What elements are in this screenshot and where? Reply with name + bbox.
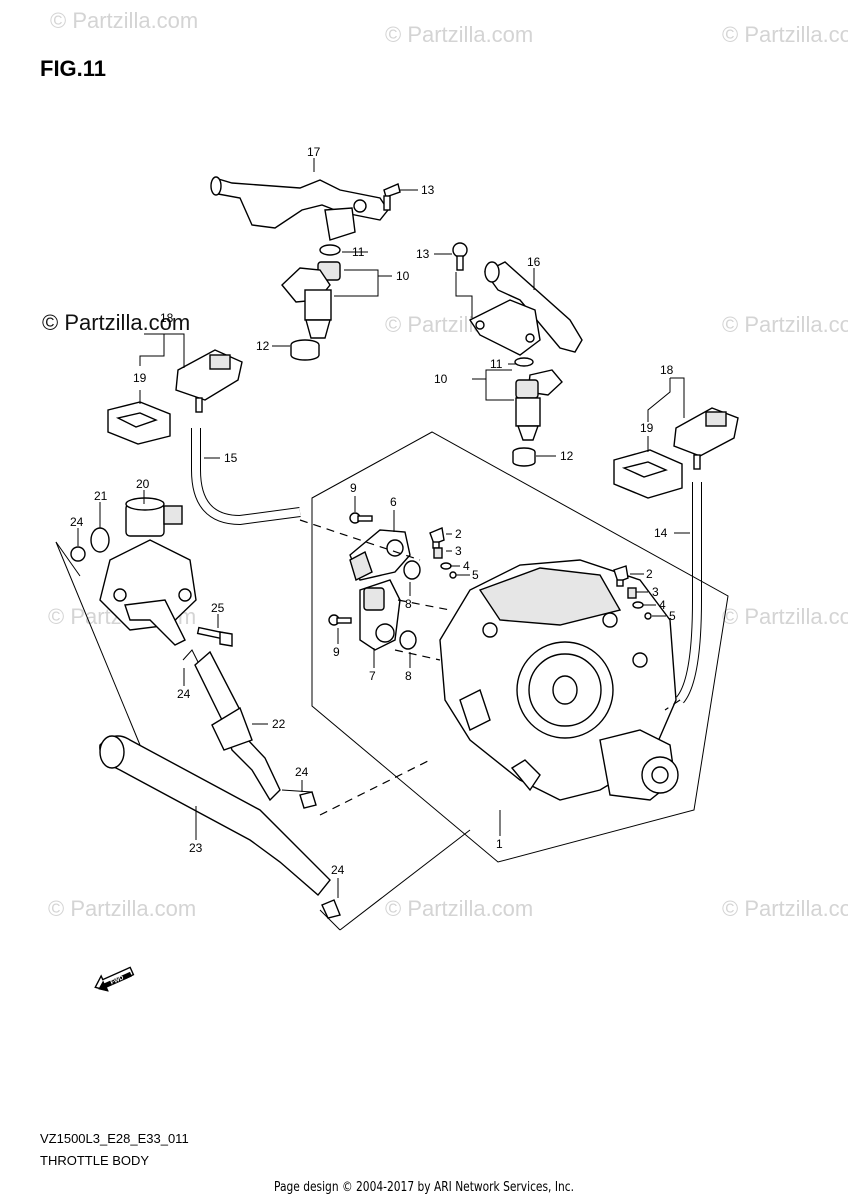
leader-lines	[55, 158, 690, 931]
callout-12: 12	[560, 449, 574, 463]
callout-18: 18	[660, 363, 674, 377]
screw	[328, 614, 352, 626]
callout-5: 5	[472, 568, 479, 582]
secondary-air-valve	[99, 497, 197, 646]
vacuum-hose	[191, 428, 301, 526]
air-hose	[99, 735, 331, 897]
callout-13: 13	[416, 247, 430, 261]
callout-2: 2	[455, 527, 462, 541]
adjust-screw	[613, 565, 629, 587]
callout-9: 9	[333, 645, 340, 659]
callout-17: 17	[307, 145, 321, 159]
o-ring	[514, 357, 534, 367]
o-ring	[403, 560, 421, 580]
assembly-outline	[311, 431, 729, 863]
watermark: © Partzilla.com	[722, 312, 848, 337]
watermark: © Partzilla.com	[722, 604, 848, 629]
callout-24: 24	[331, 863, 345, 877]
adjust-screw	[429, 527, 445, 549]
sensor-cap	[613, 449, 683, 499]
o-ring	[644, 612, 652, 620]
bolt	[196, 626, 233, 647]
callout-10: 10	[434, 372, 448, 386]
o-ring	[449, 571, 457, 579]
clamp	[70, 546, 86, 562]
callout-16: 16	[527, 255, 541, 269]
callout-14: 14	[654, 526, 668, 540]
callout-11: 11	[490, 357, 503, 371]
callout-8: 8	[405, 669, 412, 683]
spring	[433, 547, 443, 559]
watermark: © Partzilla.com	[385, 22, 534, 47]
callout-9: 9	[350, 481, 357, 495]
forward-arrow-icon: FWD	[94, 966, 135, 992]
injector-seal	[290, 339, 320, 361]
o-ring	[90, 527, 110, 553]
watermark: © Partzilla.com	[722, 896, 848, 921]
callout-4: 4	[659, 598, 666, 612]
watermark-prominent: © Partzilla.com	[42, 310, 191, 335]
fuel-injector	[281, 261, 341, 339]
callout-23: 23	[189, 841, 203, 855]
callout-3: 3	[455, 544, 462, 558]
fuel-injector	[515, 369, 563, 441]
injector-seal	[512, 447, 536, 467]
washer	[440, 562, 452, 570]
watermark: © Partzilla.com	[50, 8, 199, 33]
watermark: © Partzilla.com	[48, 896, 197, 921]
clamp	[299, 791, 317, 809]
clamp	[182, 649, 199, 663]
screw	[452, 242, 468, 271]
callout-numbers: 17 13 11 10 12 13 16 11 10 12 18 19 15 1…	[70, 145, 676, 877]
callout-8: 8	[405, 597, 412, 611]
callout-15: 15	[224, 451, 238, 465]
callout-13: 13	[421, 183, 435, 197]
callout-4: 4	[463, 559, 470, 573]
fwd-label: FWD	[110, 975, 126, 986]
figure-title: FIG.11	[40, 56, 107, 81]
callout-24: 24	[295, 765, 309, 779]
washer	[632, 601, 644, 609]
callout-7: 7	[369, 669, 376, 683]
callout-10: 10	[396, 269, 410, 283]
callout-12: 12	[256, 339, 270, 353]
watermark: © Partzilla.com	[722, 22, 848, 47]
throttle-position-sensor	[349, 529, 411, 581]
callout-6: 6	[390, 495, 397, 509]
screw	[383, 183, 401, 211]
callout-19: 19	[133, 371, 147, 385]
callout-11: 11	[352, 245, 365, 259]
spring	[627, 587, 637, 599]
callout-21: 21	[94, 489, 108, 503]
callout-19: 19	[640, 421, 654, 435]
callout-1: 1	[496, 837, 503, 851]
o-ring	[319, 244, 341, 256]
callout-25: 25	[211, 601, 225, 615]
fuel-delivery-pipe	[210, 176, 389, 241]
throttle-body	[439, 559, 679, 801]
idle-position-sensor	[359, 579, 401, 651]
callout-3: 3	[652, 585, 659, 599]
o-ring	[399, 630, 417, 650]
air-hose	[194, 650, 281, 802]
callout-22: 22	[272, 717, 286, 731]
callout-18: 18	[160, 311, 174, 325]
callout-24: 24	[70, 515, 84, 529]
watermark: © Partzilla.com	[385, 896, 534, 921]
clamp	[321, 899, 341, 919]
callout-5: 5	[669, 609, 676, 623]
pressure-sensor	[175, 349, 243, 413]
callout-2: 2	[646, 567, 653, 581]
fuel-pipe-right	[468, 261, 583, 356]
callout-24: 24	[177, 687, 191, 701]
model-code: VZ1500L3_E28_E33_011	[40, 1131, 189, 1146]
page-footer: Page design © 2004-2017 by ARI Network S…	[274, 1180, 574, 1195]
screw	[349, 512, 373, 524]
callout-20: 20	[136, 477, 150, 491]
pressure-sensor	[673, 407, 739, 470]
figure-caption: THROTTLE BODY	[40, 1153, 150, 1168]
sensor-cap	[107, 401, 171, 445]
